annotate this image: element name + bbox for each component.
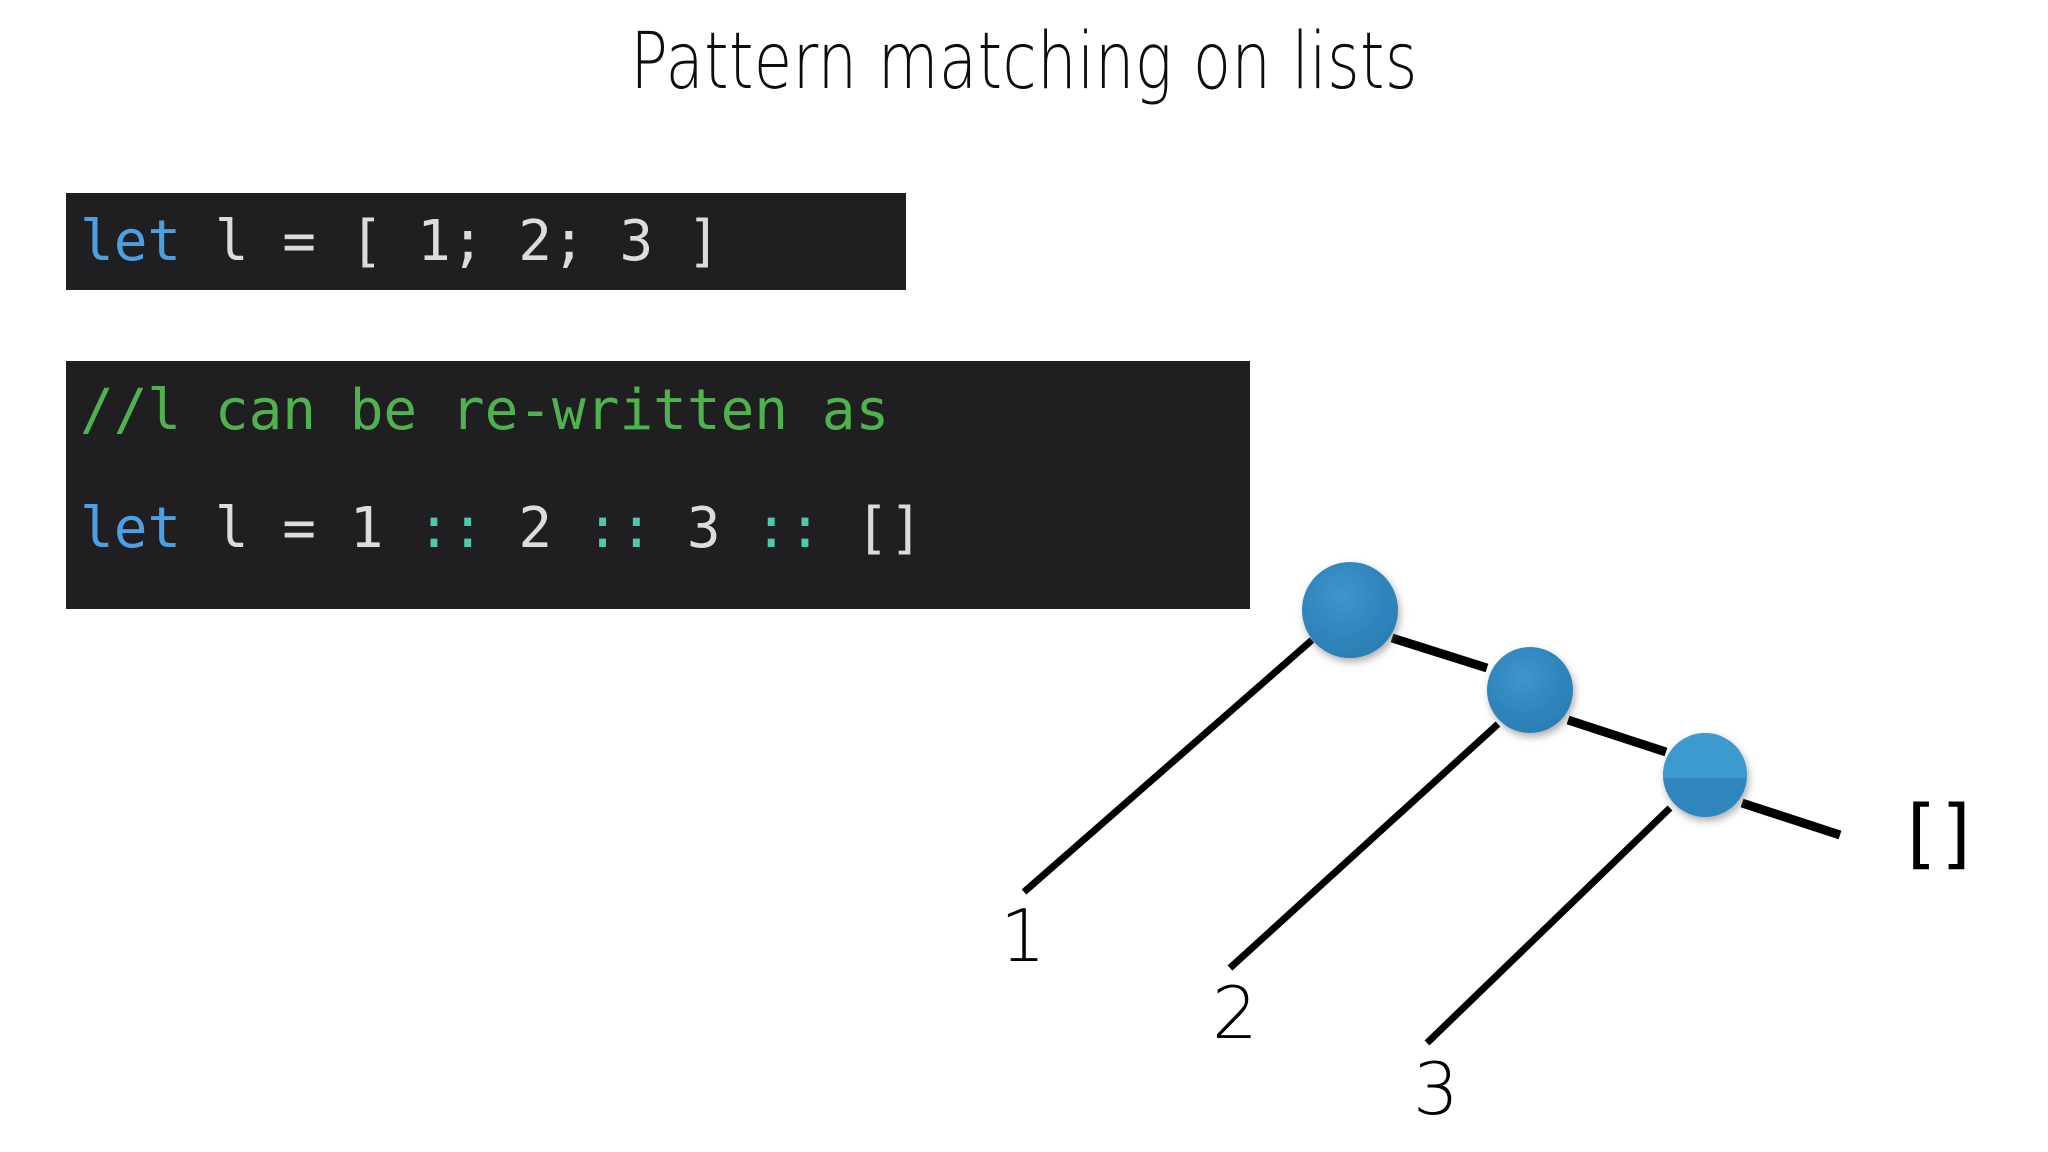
value-label-2: 2 [1212,971,1258,1055]
cons-cell-2 [1487,647,1573,733]
code-token-cons-operator: :: [754,496,822,561]
code-token-keyword: let [80,496,182,561]
code-token-plain: 3 [653,496,755,561]
value-link-1 [1021,637,1315,895]
code-token-comment: //l can be re-written as [80,378,890,443]
code-token-keyword: let [80,208,182,274]
code-block-list-literal: let l = [ 1; 2; 3 ] [66,193,906,290]
cons-link-1-2 [1390,633,1489,673]
cons-link-2-3 [1566,715,1668,757]
code-token-plain: l = 1 [181,496,418,561]
value-link-3 [1424,805,1673,1046]
cons-cell-1 [1302,562,1398,658]
value-label-3: 3 [1413,1047,1459,1131]
empty-list-label: [] [1896,788,1981,877]
page-title: Pattern matching on lists [630,17,1418,107]
code-line: let l = [ 1; 2; 3 ] [80,213,721,270]
value-link-2 [1227,721,1501,971]
code-token-empty-list: [] [821,496,923,561]
code-line-cons: let l = 1 :: 2 :: 3 :: [] [80,501,1250,557]
cons-list-diagram [940,540,2048,1152]
code-token-cons-operator: :: [417,496,485,561]
code-block-cons-rewrite: //l can be re-written as let l = 1 :: 2 … [66,361,1250,609]
code-token-plain: l = [ 1; 2; 3 ] [181,208,721,274]
code-token-cons-operator: :: [585,496,654,561]
code-line-comment: //l can be re-written as [80,383,1250,439]
value-label-1: 1 [1000,894,1046,978]
cons-link-3-nil [1740,798,1842,840]
code-token-plain: 2 [484,496,586,561]
